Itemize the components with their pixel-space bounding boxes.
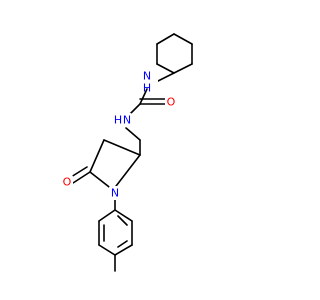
cyclohexyl-ring (156, 33, 193, 74)
urea-o: O (167, 96, 176, 109)
atom-label-nh-methylene: H N (114, 113, 132, 127)
bond (129, 103, 141, 115)
bond (156, 63, 175, 74)
bond (98, 209, 116, 222)
bond (156, 33, 175, 45)
bond (89, 139, 105, 173)
ring-n: N (111, 187, 119, 200)
label-background (114, 113, 132, 127)
tolyl-ring (98, 209, 133, 256)
atom-label-n-ring: N (109, 186, 121, 200)
atom-label-o-urea: O (165, 95, 177, 109)
label-background (142, 72, 158, 86)
nh-upper-n: N (143, 70, 151, 83)
nh-lower-n: N (123, 114, 131, 127)
label-background (109, 186, 121, 200)
bond (173, 33, 193, 45)
urea-carbonyl (139, 98, 170, 105)
pyrrolidinone-ring (89, 139, 141, 191)
bond (114, 209, 133, 222)
lactam-o: O (63, 176, 72, 189)
bond (173, 63, 193, 74)
bond (98, 244, 116, 256)
bond (117, 240, 128, 248)
bond (117, 215, 128, 226)
bond (139, 88, 148, 105)
bond (112, 154, 141, 191)
bond (114, 244, 133, 256)
structure-diagram: N H O H N O N (61, 33, 193, 272)
atom-label-nh-cyclohexyl: N H (142, 70, 158, 95)
atom-label-o-lactam: O (61, 175, 73, 189)
label-background (61, 175, 73, 189)
bond (89, 171, 114, 191)
bond (103, 139, 141, 156)
nh-lower-h: H (114, 114, 122, 127)
bond (72, 171, 91, 184)
nh-upper-h: H (143, 82, 151, 95)
bond (125, 127, 141, 141)
lactam-carbonyl (70, 166, 91, 184)
bond (70, 166, 88, 178)
label-background (165, 95, 177, 109)
bond (157, 72, 175, 82)
